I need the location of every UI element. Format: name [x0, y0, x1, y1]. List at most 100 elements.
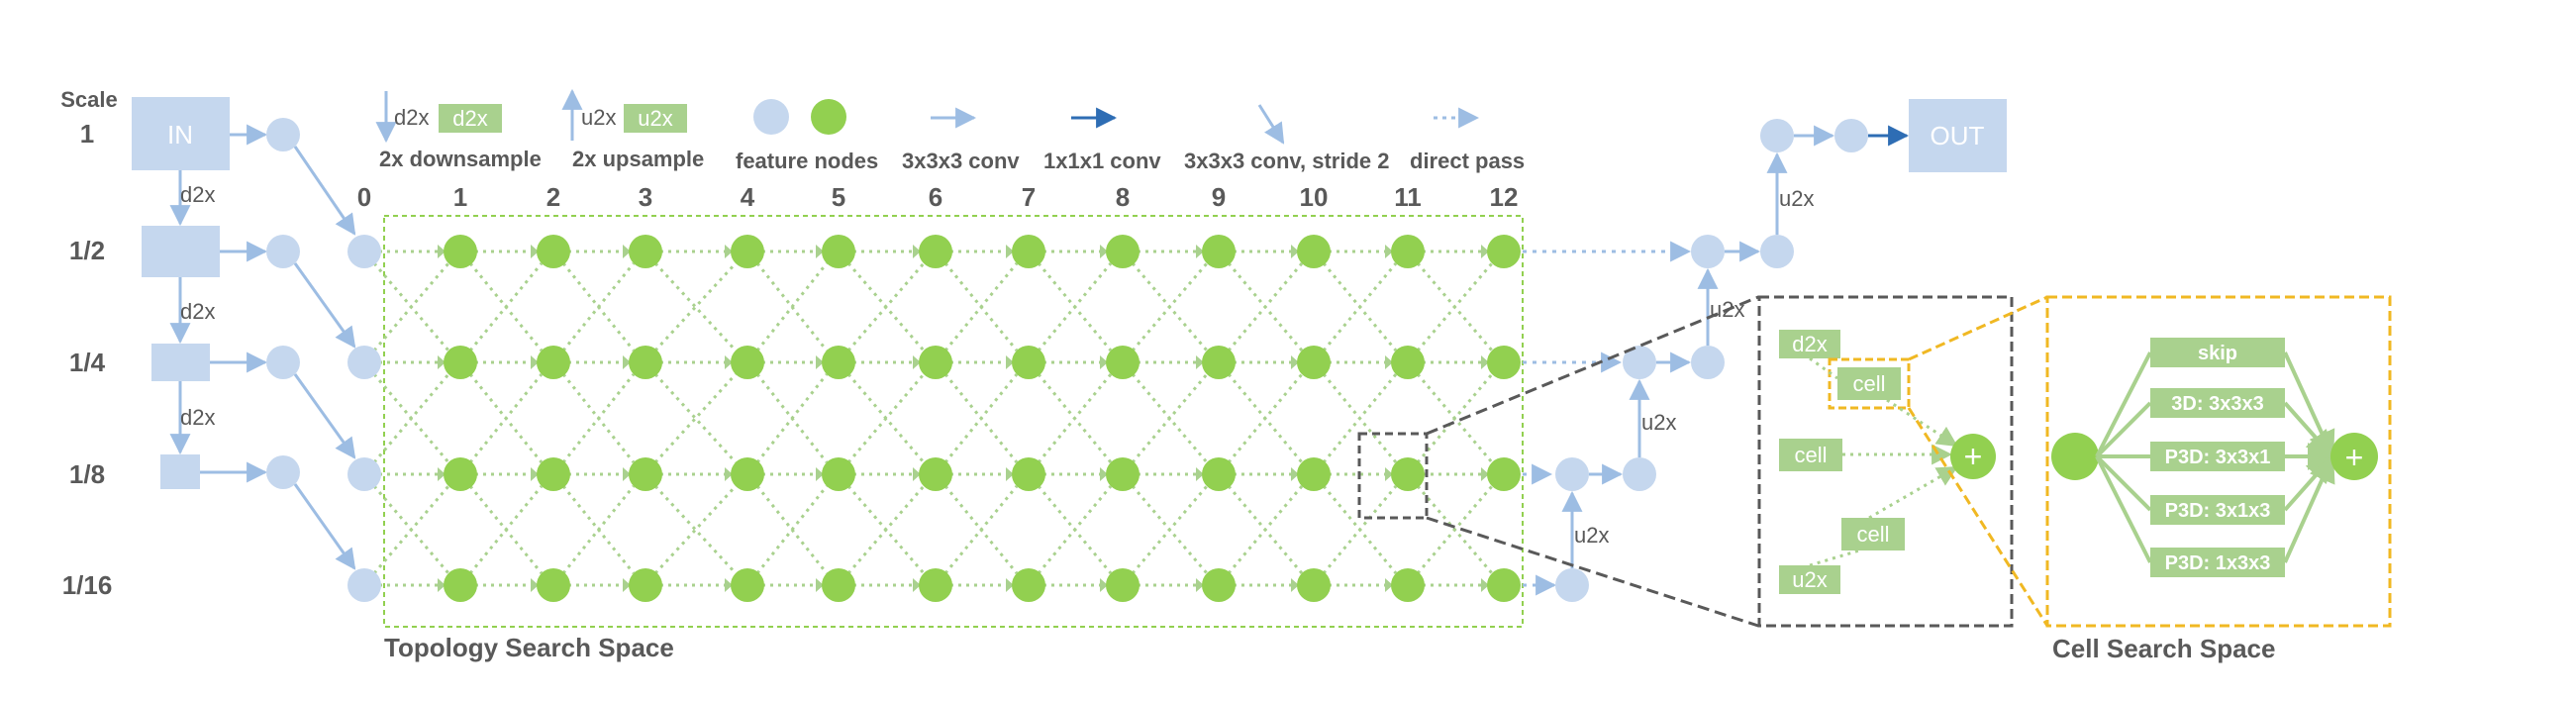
cell-input-node	[2051, 433, 2099, 480]
feature-node	[1487, 457, 1521, 491]
downsample-box-eighth	[160, 454, 200, 489]
legend-stride-caption: 3x3x3 conv, stride 2	[1184, 149, 1390, 173]
grid-arrowhead	[438, 355, 446, 369]
upsample-label: u2x	[1779, 186, 1814, 211]
feature-node	[1202, 235, 1236, 268]
cell-op-out-edge	[2283, 401, 2334, 459]
grid-edge	[561, 485, 636, 574]
grid-arrowhead	[1006, 245, 1014, 258]
grid-arrowhead	[623, 355, 631, 369]
grid-arrowhead	[1291, 245, 1299, 258]
down-arrow-label: d2x	[180, 299, 215, 324]
zoom-cell-bottom	[1841, 518, 1905, 551]
zoom-up-box	[1779, 565, 1840, 594]
grid-edge	[755, 373, 829, 463]
cell-sum-node	[2330, 433, 2378, 480]
feature-node	[1012, 568, 1045, 602]
cell-op-in-edge	[2095, 401, 2152, 458]
feature-node	[822, 457, 855, 491]
feature-node	[537, 457, 570, 491]
legend-stride-arrow	[1257, 104, 1285, 145]
grid-arrowhead	[1291, 467, 1299, 481]
grid-arrowhead	[1100, 245, 1108, 258]
grid-arrowhead	[531, 245, 539, 258]
zoom-line	[1426, 295, 1759, 436]
grid-arrowhead	[1100, 467, 1108, 481]
column-numbers: 0 1 2 3 4 5 6 7 8 9 10 11 12	[357, 182, 1519, 212]
grid-edge	[1416, 262, 1494, 351]
feature-node	[537, 346, 570, 379]
grid-edge	[1322, 373, 1398, 463]
stem-node	[266, 346, 300, 379]
cell-op-in-edge	[2095, 455, 2152, 563]
input-box	[132, 97, 230, 170]
stride-arrow	[293, 146, 356, 236]
feature-node	[822, 235, 855, 268]
feature-node	[444, 235, 477, 268]
grid-arrowhead	[1481, 467, 1489, 481]
scale-row-label: 1/16	[62, 570, 113, 600]
grid-edge	[468, 485, 544, 574]
input-feature-node	[347, 457, 381, 491]
grid-arrowhead	[438, 578, 446, 592]
cell-op-box	[2150, 338, 2285, 367]
column-number: 0	[357, 182, 371, 212]
column-number: 4	[741, 182, 755, 212]
cell-op-label: P3D: 3x1x3	[2165, 500, 2271, 522]
decoder-node	[1760, 235, 1794, 268]
feature-node	[537, 235, 570, 268]
grid-edge	[943, 262, 1019, 351]
feature-node	[822, 568, 855, 602]
legend-direct-caption: direct pass	[1410, 149, 1525, 173]
scale-row-label: 1/2	[69, 236, 105, 265]
zoom-down-box	[1779, 330, 1840, 358]
legend-up-box-label: u2x	[638, 106, 672, 131]
column-number: 7	[1022, 182, 1036, 212]
stride-arrow	[293, 373, 356, 459]
decoder-node	[1834, 119, 1868, 152]
grid-edge	[1037, 262, 1113, 351]
grid-edge	[1037, 485, 1113, 574]
cell-op-out-edge	[2283, 351, 2335, 459]
feature-node	[1391, 457, 1425, 491]
grid-arrowhead	[1385, 578, 1393, 592]
grid-edge	[372, 373, 450, 463]
feature-node	[919, 568, 952, 602]
grid-arrowhead	[623, 467, 631, 481]
scale-row-label: 1/4	[69, 348, 106, 377]
grid-edge	[1131, 262, 1209, 351]
legend-down-label: d2x	[394, 105, 429, 130]
downsample-box-quarter	[151, 344, 210, 381]
feature-node	[1297, 346, 1331, 379]
grid-arrowhead	[1196, 355, 1204, 369]
cell-op-in-edge	[2095, 454, 2152, 512]
legend-up-label: u2x	[581, 105, 616, 130]
input-stem: IN d2x d2x d2x	[132, 97, 356, 570]
cell-op-out-edge	[2283, 453, 2335, 563]
feature-node	[919, 457, 952, 491]
zoom-line	[1426, 516, 1759, 628]
cell-op-out-edge	[2283, 453, 2334, 512]
column-number: 8	[1116, 182, 1130, 212]
grid-arrowhead	[725, 355, 733, 369]
column-number: 10	[1300, 182, 1329, 212]
grid-edge	[1131, 485, 1209, 574]
grid-arrowhead	[725, 245, 733, 258]
grid-edge	[1131, 373, 1209, 463]
feature-node	[919, 346, 952, 379]
feature-node	[629, 346, 662, 379]
feature-node	[537, 568, 570, 602]
decoder-node	[1555, 568, 1589, 602]
feature-node	[1202, 568, 1236, 602]
cell-op-in-edge	[2095, 351, 2152, 457]
grid-arrowhead	[913, 355, 921, 369]
legend-down-caption: 2x downsample	[379, 147, 542, 171]
column-number: 12	[1490, 182, 1519, 212]
cell-op-label: skip	[2198, 343, 2237, 364]
grid-arrowhead	[725, 578, 733, 592]
feature-node	[1297, 568, 1331, 602]
feature-node	[1391, 568, 1425, 602]
decoder-node	[1691, 346, 1725, 379]
feature-node	[731, 568, 764, 602]
